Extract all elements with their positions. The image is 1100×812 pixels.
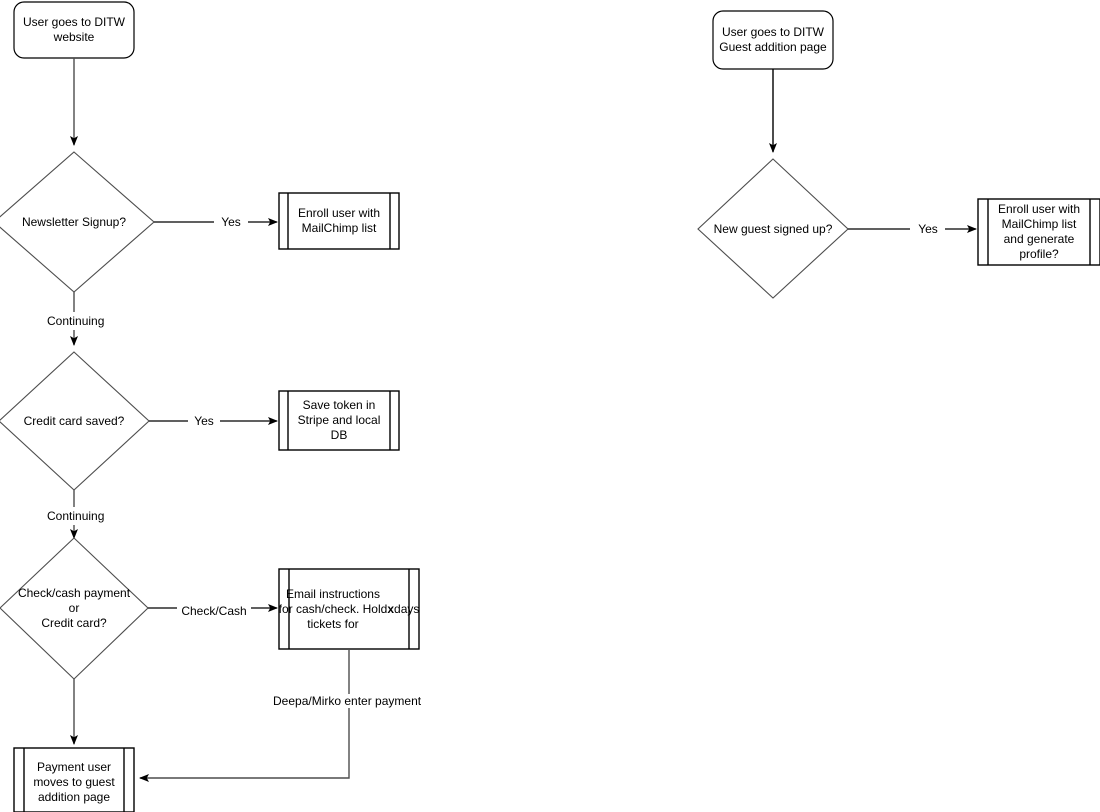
node-new-guest-signed-up[interactable] (697, 158, 849, 299)
edge-label-newsletter-yes: Yes (214, 215, 248, 229)
connector-deepa-mirko-enter-payment (139, 649, 350, 782)
node-payment-user-moves[interactable] (13, 747, 135, 812)
node-credit-card-saved[interactable] (0, 351, 150, 491)
node-enroll-user-mailchimp-profile[interactable] (977, 198, 1100, 266)
edge-label-deepa-mirko-enter-payment: Deepa/Mirko enter payment (271, 694, 424, 708)
edge-label-new-guest-yes: Yes (911, 222, 945, 236)
node-check-cash-or-credit[interactable] (0, 537, 149, 680)
node-email-instructions[interactable] (278, 568, 420, 650)
node-enroll-user-mailchimp[interactable] (278, 192, 400, 250)
edge-label-credit-card-continuing: Continuing (45, 509, 107, 523)
node-user-goes-to-guest-page[interactable] (712, 10, 834, 70)
edge-label-check-cash: Check/Cash (177, 604, 251, 618)
node-newsletter-signup[interactable] (0, 151, 155, 293)
edge-label-credit-card-yes: Yes (188, 414, 220, 428)
node-user-goes-to-ditw-website[interactable] (13, 1, 135, 59)
node-save-token-stripe[interactable] (278, 390, 400, 451)
edge-label-newsletter-continuing: Continuing (45, 314, 107, 328)
